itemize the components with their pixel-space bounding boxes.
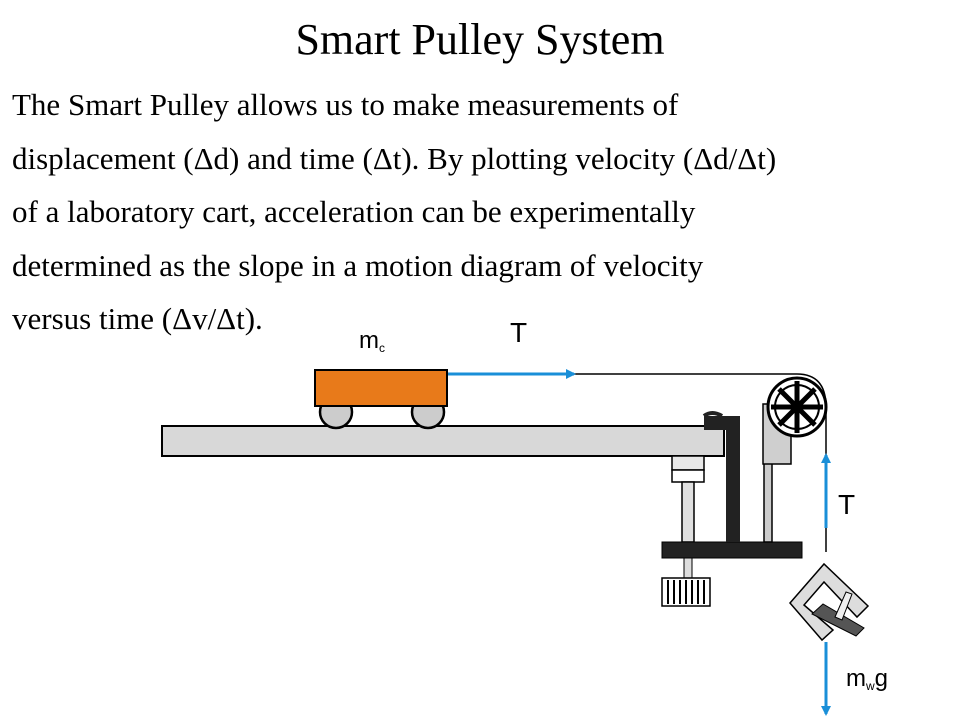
tension-label-horizontal: T — [510, 317, 527, 348]
clamp-post — [671, 455, 705, 543]
description-line: versus time (Δv/Δt). — [12, 301, 263, 336]
cart — [314, 369, 448, 430]
clamp-base — [661, 541, 803, 559]
mass-hanger — [789, 562, 870, 642]
weight-label: mwg — [846, 665, 888, 693]
description-text: The Smart Pulley allows us to make measu… — [12, 78, 952, 346]
string — [448, 373, 827, 552]
slide-title: Smart Pulley System — [295, 15, 665, 64]
pulley-rod — [763, 461, 773, 543]
clamp-bracket — [704, 416, 740, 542]
cart-mass-label: mc — [359, 327, 385, 355]
description-line: determined as the slope in a motion diag… — [12, 247, 704, 283]
tension-label-vertical: T — [838, 489, 855, 520]
track — [161, 425, 725, 457]
pulley-wheel — [766, 376, 828, 438]
description-line: displacement (Δd) and time (Δt). By plot… — [12, 140, 777, 176]
description-line: The Smart Pulley allows us to make measu… — [12, 87, 679, 122]
clamp-screw — [683, 557, 693, 579]
clamp-knob — [661, 577, 711, 607]
description-line: of a laboratory cart, acceleration can b… — [12, 194, 696, 229]
